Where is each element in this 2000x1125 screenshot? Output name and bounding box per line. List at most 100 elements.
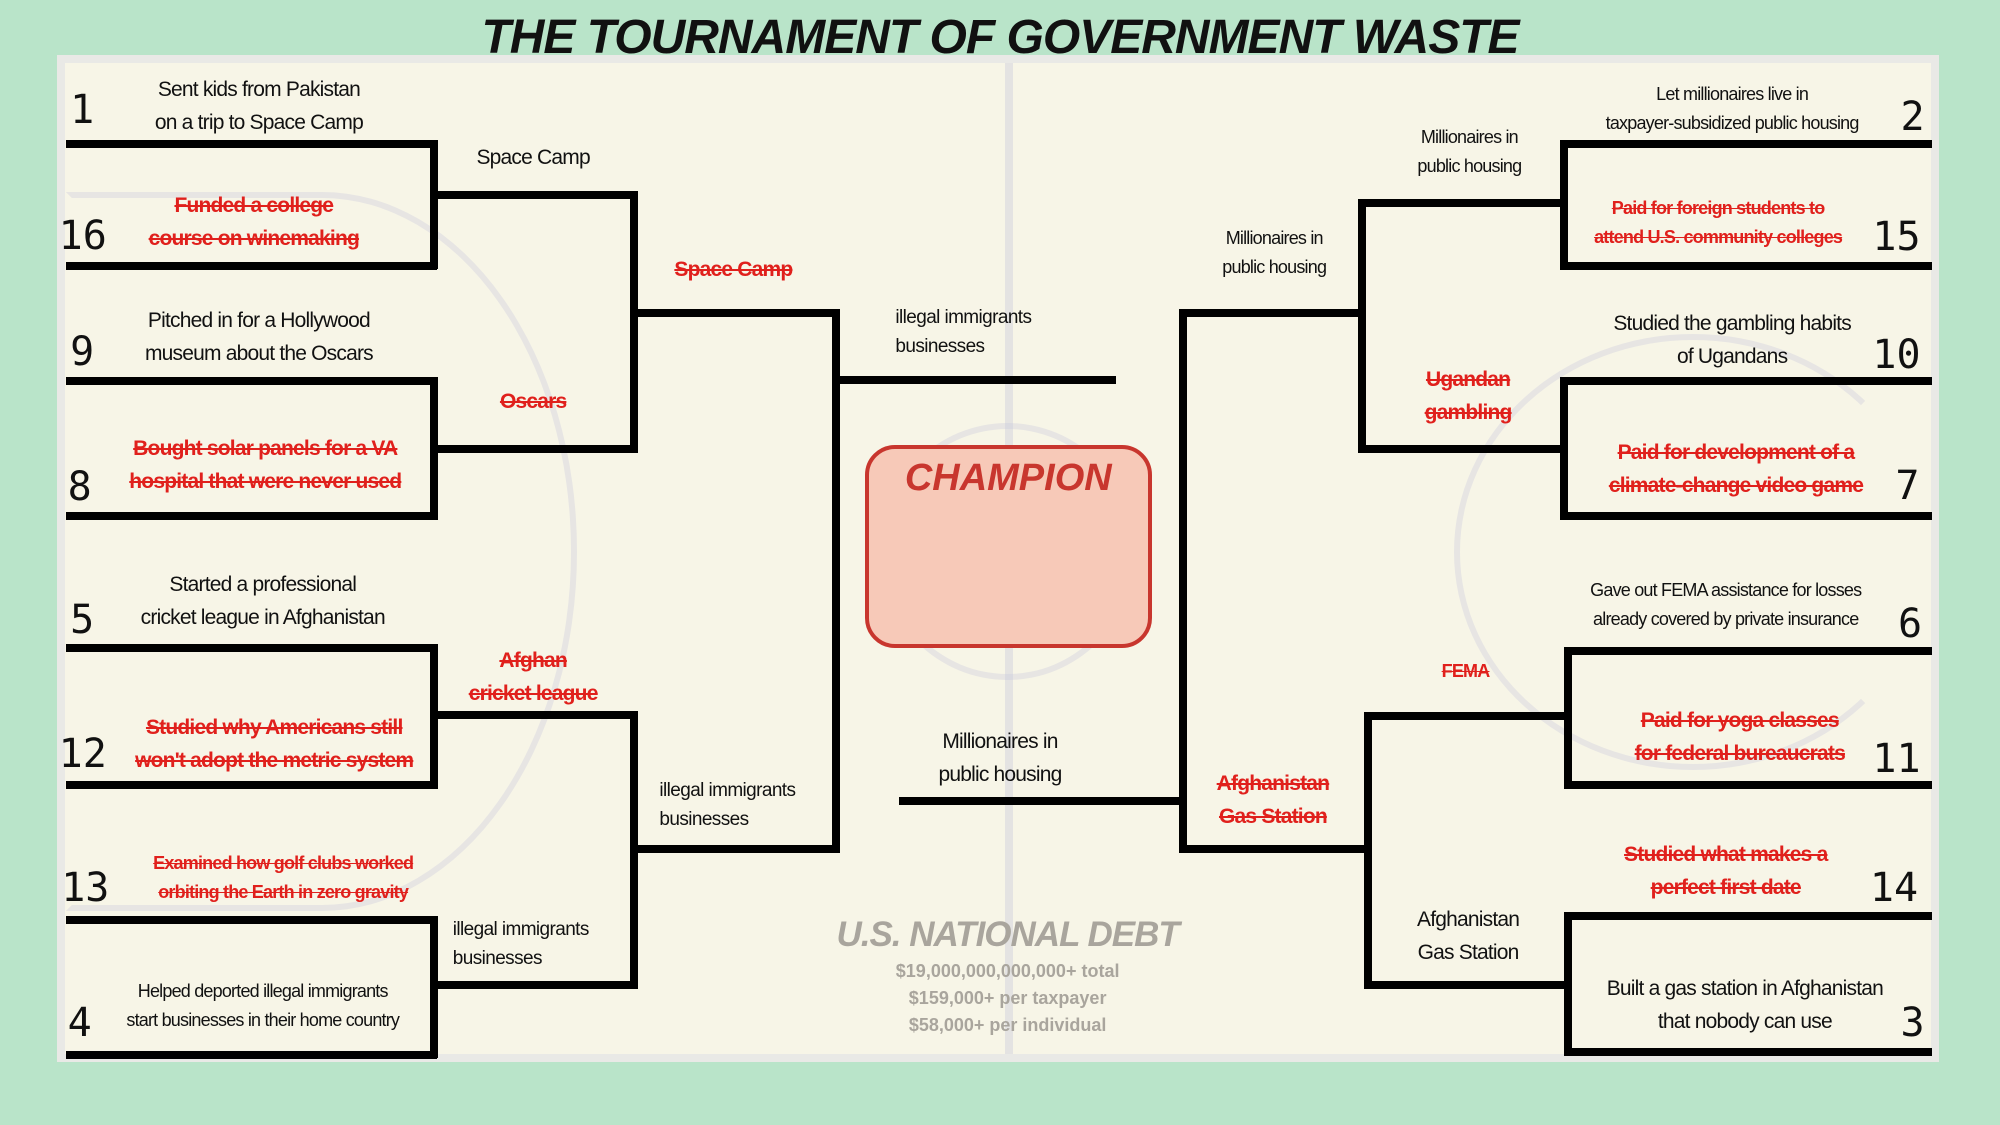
entry-line: Sent kids from Pakistan bbox=[157, 78, 361, 102]
entry-line: FEMA bbox=[1441, 660, 1491, 681]
entry-line: illegal immigrants bbox=[452, 918, 590, 940]
entry-line: Afghanistan bbox=[1417, 908, 1520, 932]
entry-line: businesses bbox=[659, 809, 749, 831]
entry-left-r1-4: Started a professional cricket league in … bbox=[140, 568, 386, 634]
bracket-line bbox=[630, 845, 840, 854]
bracket-line bbox=[1563, 781, 1933, 790]
bracket-line bbox=[1358, 198, 1568, 207]
bracket-line bbox=[66, 377, 438, 386]
entry-line: Examined how golf clubs worked bbox=[153, 853, 414, 874]
champion-box: CHAMPION bbox=[864, 445, 1152, 648]
entry-line: public housing bbox=[1417, 156, 1522, 177]
entry-line: course on winemaking bbox=[148, 226, 360, 250]
bracket-line bbox=[429, 445, 638, 454]
entry-line: cricket league in Afghanistan bbox=[140, 606, 386, 630]
entry-line: orbiting the Earth in zero gravity bbox=[158, 882, 409, 903]
entry-left-r1-2: Pitched in for a Hollywood museum about t… bbox=[144, 304, 374, 370]
entry-right-r1-1: Paid for foreign students to attend U.S. … bbox=[1594, 194, 1843, 252]
entry-left-r1-0: Sent kids from Pakistan on a trip to Spac… bbox=[154, 73, 364, 139]
bracket-line bbox=[66, 1050, 438, 1059]
bracket-line bbox=[831, 309, 840, 854]
entry-line: Started a professional bbox=[169, 573, 357, 597]
bracket-line bbox=[429, 710, 638, 719]
entry-line: Pitched in for a Hollywood bbox=[147, 309, 371, 333]
entry-line: already covered by private insurance bbox=[1593, 608, 1859, 629]
entry-line: Space Camp bbox=[476, 146, 590, 170]
entry-line: on a trip to Space Camp bbox=[154, 111, 364, 135]
bracket-line bbox=[1563, 646, 1933, 655]
entry-line: climate-change video game bbox=[1608, 474, 1864, 498]
seed-number: 9 bbox=[70, 329, 95, 376]
bracket-line bbox=[1178, 309, 1187, 854]
entry-line: start businesses in their home country bbox=[126, 1010, 400, 1031]
bracket-line bbox=[630, 309, 840, 318]
entry-line: Studied why Americans still bbox=[145, 715, 403, 739]
seed-number: 16 bbox=[58, 212, 107, 259]
seed-number: 13 bbox=[61, 865, 110, 912]
entry-line: Ugandan bbox=[1425, 368, 1511, 392]
entry-line: attend U.S. community colleges bbox=[1594, 226, 1843, 247]
entry-left-r2-3: illegal immigrants businesses bbox=[452, 915, 590, 973]
seed-number: 5 bbox=[70, 597, 95, 644]
champion-label: CHAMPION bbox=[904, 457, 1112, 500]
bracket-line bbox=[1358, 198, 1367, 453]
entry-line: Gas Station bbox=[1417, 941, 1520, 965]
entry-line: taxpayer-subsidized public housing bbox=[1605, 112, 1860, 133]
debt-title: U.S. NATIONAL DEBT bbox=[836, 914, 1179, 954]
seed-number: 4 bbox=[67, 1000, 92, 1047]
bracket-line bbox=[899, 796, 1187, 805]
entry-line: public housing bbox=[938, 762, 1062, 786]
entry-line: cricket league bbox=[468, 681, 599, 705]
entry-left-r2-1: Oscars bbox=[500, 385, 567, 418]
left-key-arc bbox=[66, 192, 577, 911]
bracket-line bbox=[66, 915, 438, 924]
bracket-line bbox=[1178, 845, 1372, 854]
seed-number: 1 bbox=[70, 86, 95, 133]
entry-left-r1-7: Helped deported illegal immigrants start … bbox=[126, 977, 400, 1035]
entry-line: Gas Station bbox=[1218, 805, 1328, 829]
seed-number: 2 bbox=[1900, 94, 1925, 141]
seed-number: 3 bbox=[1900, 1000, 1925, 1047]
bracket-line bbox=[429, 191, 638, 200]
entry-line: Afghanistan bbox=[1216, 772, 1330, 796]
entry-line: for federal bureaucrats bbox=[1634, 742, 1846, 766]
bracket-line bbox=[1178, 309, 1367, 318]
entry-line: Studied what makes a bbox=[1624, 842, 1828, 866]
entry-right-r1-7: Built a gas station in Afghanistan that n… bbox=[1606, 972, 1884, 1038]
bracket-line bbox=[66, 139, 438, 148]
debt-per-taxpayer: $159,000+ per taxpayer bbox=[908, 987, 1107, 1008]
entry-line: Afghan bbox=[499, 648, 567, 672]
entry-line: public housing bbox=[1222, 257, 1327, 278]
entry-line: Helped deported illegal immigrants bbox=[137, 981, 389, 1002]
bracket-line bbox=[429, 981, 638, 990]
entry-line: museum about the Oscars bbox=[144, 342, 374, 366]
bracket-line bbox=[1559, 511, 1933, 520]
entry-line: that nobody can use bbox=[1657, 1010, 1833, 1034]
entry-line: Paid for foreign students to bbox=[1611, 197, 1825, 218]
bracket-line bbox=[1559, 377, 1933, 386]
seed-number: 8 bbox=[67, 463, 92, 510]
bracket-line bbox=[66, 781, 438, 790]
entry-line: Millionaires in bbox=[1420, 127, 1519, 148]
right-key-arc bbox=[1454, 333, 1933, 770]
entry-line: Built a gas station in Afghanistan bbox=[1606, 977, 1884, 1001]
seed-number: 15 bbox=[1872, 213, 1921, 260]
entry-right-r2-2: FEMA bbox=[1441, 657, 1491, 686]
entry-line: businesses bbox=[452, 947, 543, 969]
seed-number: 7 bbox=[1895, 462, 1920, 509]
entry-left-r2-0: Space Camp bbox=[476, 141, 590, 174]
debt-per-individual: $58,000+ per individual bbox=[908, 1014, 1107, 1035]
seed-number: 14 bbox=[1869, 865, 1919, 912]
bracket-line bbox=[429, 139, 438, 270]
bracket-line bbox=[66, 511, 438, 520]
entry-line: Let millionaires live in bbox=[1656, 83, 1809, 104]
